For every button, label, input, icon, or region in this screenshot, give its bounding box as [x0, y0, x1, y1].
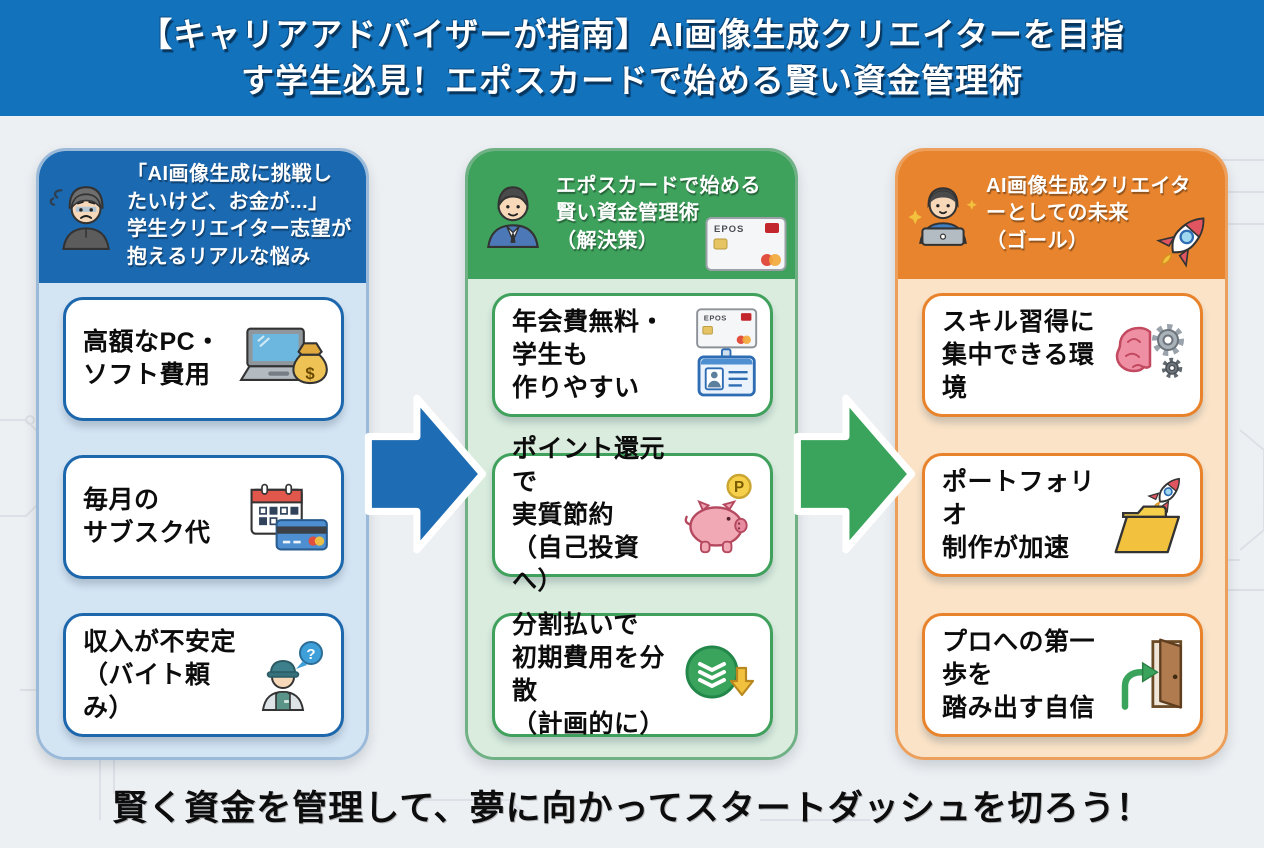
svg-text:EPOS: EPOS [704, 314, 727, 323]
problem-column-header: 「AI画像生成に挑戦し たいけど、お金が...」 学生クリエイター志望が 抱える… [39, 151, 366, 284]
problem-card-pc-cost: 高額なPC・ ソフト費用 $ [63, 297, 344, 422]
door-step-icon [1112, 636, 1190, 714]
svg-text:P: P [734, 479, 744, 496]
rocket-icon [1151, 207, 1217, 273]
svg-text:EPOS: EPOS [714, 224, 744, 235]
problem-card-income: 収入が不安定 （バイト頼み） ? [63, 613, 344, 737]
problem-column: 「AI画像生成に挑戦し たいけど、お金が...」 学生クリエイター志望が 抱える… [36, 148, 369, 760]
problem-card-subscription: 毎月の サブスク代 [63, 455, 344, 580]
goal-column-header: AI画像生成クリエイタ ーとしての未来 （ゴール） [898, 151, 1225, 279]
solution-column-title: エポスカードで始める 賢い資金管理術 （解決策） [556, 174, 761, 252]
advisor-icon [478, 179, 548, 249]
part-time-worker-question-icon: ? [251, 638, 331, 712]
goal-card-confidence: プロへの第一歩を 踏み出す自信 [922, 613, 1203, 737]
page-title: 【キャリアアドバイザーが指南】AI画像生成クリエイターを目指 す学生必見！エポス… [139, 15, 1125, 99]
solution-column-header: エポスカードで始める 賢い資金管理術 （解決策） EPOS [468, 151, 795, 279]
creator-at-laptop-icon [908, 179, 978, 249]
goal-card-skill: スキル習得に 集中できる環境 [922, 293, 1203, 417]
goal-column-body: スキル習得に 集中できる環境 ポートフォリオ 制作が加速 [898, 279, 1225, 757]
folder-rocket-icon [1112, 468, 1190, 562]
problem-card-income-text: 収入が不安定 （バイト頼み） [83, 627, 237, 722]
solution-column-body: 年会費無料・ 学生も 作りやすい EPOS [468, 279, 795, 757]
goal-card-confidence-text: プロへの第一歩を 踏み出す自信 [942, 627, 1096, 722]
problem-column-title: 「AI画像生成に挑戦し たいけど、お金が...」 学生クリエイター志望が 抱える… [127, 163, 352, 268]
problem-card-pc-cost-text: 高額なPC・ ソフト費用 [83, 328, 221, 390]
laptop-money-bag-icon: $ [239, 324, 331, 394]
problem-to-solution-arrow [364, 384, 488, 569]
problem-column-body: 高額なPC・ ソフト費用 $ 毎月の サブスク代 [39, 283, 366, 757]
solution-card-free-text: 年会費無料・ 学生も 作りやすい [512, 307, 666, 402]
solution-card-free: 年会費無料・ 学生も 作りやすい EPOS [492, 293, 773, 417]
solution-column: エポスカードで始める 賢い資金管理術 （解決策） EPOS 年会費無料・ 学生も… [465, 148, 798, 760]
installment-coins-icon [676, 640, 760, 710]
goal-column-title: AI画像生成クリエイタ ーとしての未来 （ゴール） [986, 174, 1191, 252]
svg-text:$: $ [305, 364, 315, 383]
worried-student-icon [49, 181, 119, 251]
credit-card-id-badge-icon: EPOS [680, 305, 760, 405]
problem-card-subscription-text: 毎月の サブスク代 [83, 486, 211, 548]
solution-card-installment-text: 分割払いで 初期費用を分散 （計画的に） [512, 611, 666, 738]
bottom-tagline: 賢く資金を管理して、夢に向かってスタートダッシュを切ろう！ [0, 780, 1264, 831]
goal-column: AI画像生成クリエイタ ーとしての未来 （ゴール） スキル習得に 集中できる環境 [895, 148, 1228, 760]
brain-gears-icon [1106, 319, 1190, 391]
solution-card-points: ポイント還元で 実質節約 （自己投資へ） P [492, 435, 773, 595]
epos-card-icon: EPOS [705, 215, 787, 273]
goal-card-portfolio-text: ポートフォリオ 制作が加速 [942, 467, 1096, 562]
goal-card-skill-text: スキル習得に 集中できる環境 [942, 307, 1096, 402]
solution-card-installment: 分割払いで 初期費用を分散 （計画的に） [492, 611, 773, 738]
goal-card-portfolio: ポートフォリオ 制作が加速 [922, 453, 1203, 577]
solution-to-goal-arrow [793, 384, 917, 569]
solution-card-points-text: ポイント還元で 実質節約 （自己投資へ） [512, 434, 666, 595]
bottom-tagline-text: 賢く資金を管理して、夢に向かってスタートダッシュを切ろう！ [112, 789, 1152, 828]
piggy-bank-point-icon: P [680, 469, 760, 561]
page-banner: 【キャリアアドバイザーが指南】AI画像生成クリエイターを目指 す学生必見！エポス… [0, 0, 1264, 116]
calendar-credit-card-icon [239, 482, 331, 552]
svg-text:?: ? [306, 646, 315, 663]
